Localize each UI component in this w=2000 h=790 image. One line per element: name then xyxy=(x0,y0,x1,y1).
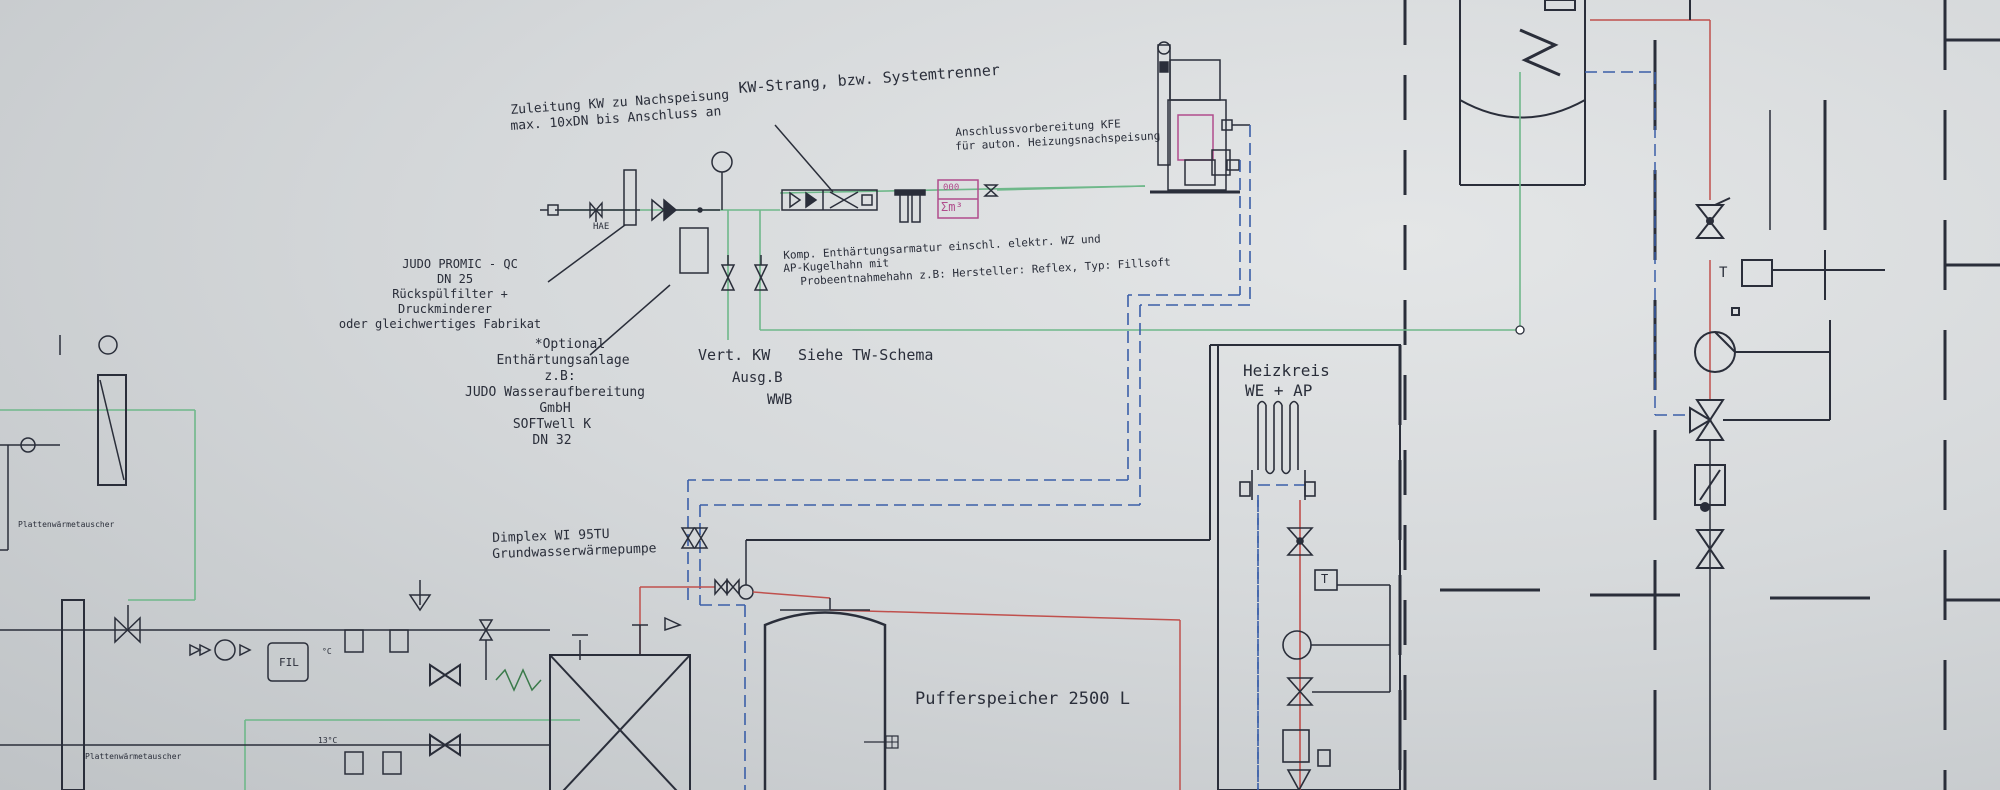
upper-storage-tank xyxy=(1459,0,1586,186)
circuit-sensor-label: T xyxy=(1321,572,1329,586)
optional-softener-line-1: *Optional xyxy=(534,337,606,352)
temperature-sensor-label: T xyxy=(1719,265,1728,281)
temp-unit-label: °C xyxy=(322,647,332,656)
heatpump-connection xyxy=(572,344,1400,790)
filter-label: FIL xyxy=(279,656,299,669)
optional-softener-line-5: GmbH xyxy=(539,401,571,416)
heating-circuit xyxy=(1217,344,1402,790)
heat-pump-unit xyxy=(549,654,691,790)
plate-hx-label-upper: Plattenwärmetauscher xyxy=(18,520,115,529)
meter-unit: Σm³ xyxy=(941,200,963,214)
optional-softener-line-6: SOFTwell K xyxy=(512,417,592,432)
hae-label: HAE xyxy=(593,222,610,232)
judo-promic-line-1: JUDO PROMIC - QC xyxy=(402,257,518,271)
return-valves xyxy=(680,527,709,549)
cold-water-distribution-label: Vert. KW xyxy=(698,346,771,364)
right-structure-lines xyxy=(1403,0,2000,790)
temp-13-label: 13°C xyxy=(318,736,338,745)
lower-left-piping xyxy=(0,335,550,790)
wwb-label: WWB xyxy=(767,392,793,408)
buffer-tank-label: Pufferspeicher 2500 L xyxy=(915,689,1130,709)
right-heating-column xyxy=(1585,0,1885,790)
connection-node xyxy=(1515,325,1525,335)
heating-circuit-title: Heizkreis xyxy=(1243,361,1330,380)
heating-circuit-subtitle: WE + AP xyxy=(1245,381,1313,400)
feed-line-components xyxy=(540,124,1146,356)
judo-promic-line-2: DN 25 xyxy=(436,272,474,286)
refill-expansion-unit xyxy=(1150,41,1250,194)
optional-softener-line-3: z.B: xyxy=(544,369,576,384)
optional-softener-line-7: DN 32 xyxy=(532,433,572,448)
optional-softener-line-2: Enthärtungsanlage xyxy=(496,353,630,368)
output-b-label: Ausg.B xyxy=(732,370,783,386)
optional-softener-line-4: JUDO Wasseraufbereitung xyxy=(464,385,646,400)
meter-digits: 000 xyxy=(943,183,960,193)
judo-promic-line-4: Druckminderer xyxy=(398,302,492,316)
judo-promic-line-3: Rückspülfilter + xyxy=(392,287,508,301)
plate-hx-label-lower: Plattenwärmetauscher xyxy=(85,752,182,761)
buffer-tank xyxy=(763,609,899,790)
judo-promic-line-5: oder gleichwertiges Fabrikat xyxy=(338,317,542,331)
see-tw-schema-label: Siehe TW-Schema xyxy=(798,346,934,364)
